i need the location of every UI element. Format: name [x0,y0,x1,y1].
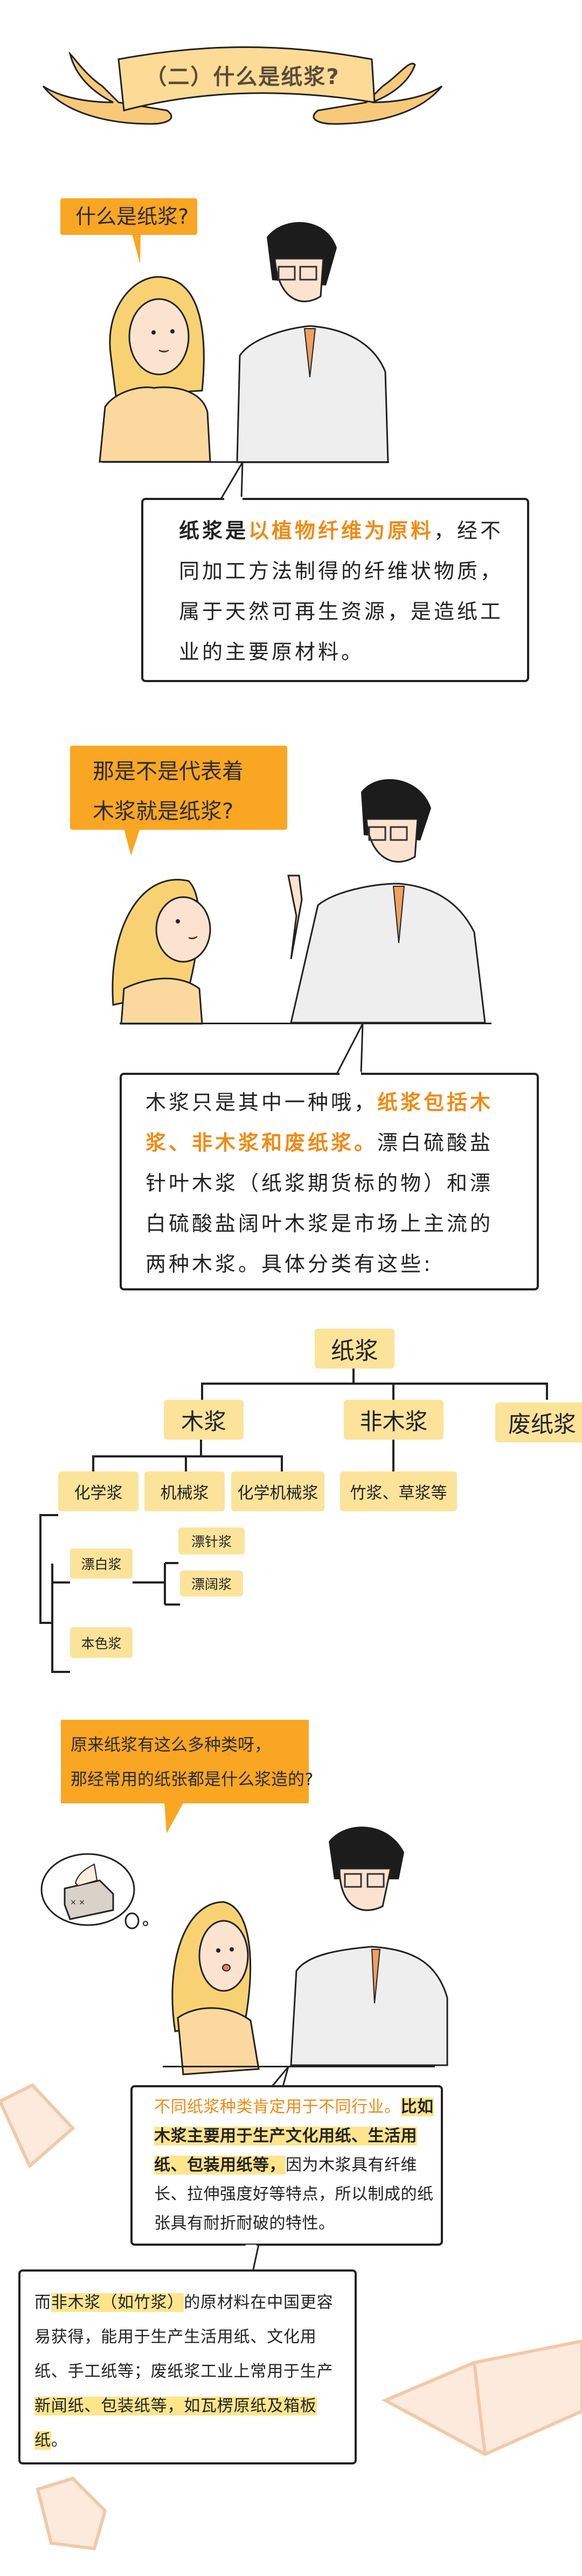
answer-highlight: 以植物纤维为原料 [248,519,434,543]
table-line [102,461,389,463]
answer-text-part: 。 [51,2431,68,2450]
answer-box-tail [335,1023,364,1075]
tree-node-bleached-hardwood: 漂阔浆 [180,1571,243,1596]
question-bubble-2: 那是不是代表着 木浆就是纸浆? [70,746,287,830]
girl-illustration [112,879,211,1025]
tree-node-root: 纸浆 [315,1329,394,1369]
tree-node-mechanical: 机械浆 [144,1471,225,1511]
teacher-illustration [287,779,486,1024]
answer-box-3: 不同纸浆种类肯定用于不同行业。比如木浆主要用于生产文化用纸、生活用纸、包装用纸等… [130,2085,443,2246]
title-banner: （二）什么是纸浆? [42,43,443,135]
answer-rest: ，经不同加工方法制得的纤维状物质，属于天然可再生资源，是造纸工业的主要原材料。 [179,519,504,664]
question-bubble-3: 原来纸浆有这么多种类呀， 那经常用的纸张都是什么浆造的? [61,1720,314,1803]
answer-highlight: 非木浆（如竹浆） [51,2293,184,2312]
tree-node-bamboo-straw: 竹浆、草浆等 [340,1471,457,1511]
tree-node-bleached-softwood: 漂针浆 [178,1527,245,1554]
answer-box-tail-cover [224,497,242,501]
girl-illustration [171,1901,260,2075]
table-line [120,1023,491,1024]
answer-box-1: 纸浆是以植物纤维为原料，经不同加工方法制得的纤维状物质，属于天然可再生资源，是造… [141,498,529,682]
question-line-1: 那是不是代表着 [93,759,244,784]
svg-text:× ×: × × [70,1898,85,1907]
banner-title: （二）什么是纸浆? [145,65,340,89]
question-bubble-1: 什么是纸浆? [60,198,197,235]
question-line-2: 那经常用的纸张都是什么浆造的? [71,1770,314,1789]
tree-node-waste-pulp: 废纸浆 [495,1402,582,1442]
answer-rest: 因为木浆具有纤维长、拉伸强度好等特点，所以制成的纸张具有耐折耐破的特性。 [154,2156,434,2233]
answer-text-part: 而 [34,2293,51,2312]
ribbon-graphic [42,46,443,125]
answer-text-3: 不同纸浆种类肯定用于不同行业。比如木浆主要用于生产文化用纸、生活用纸、包装用纸等… [154,2093,445,2238]
bubble-tail [132,234,141,264]
question-text: 什么是纸浆? [75,205,189,228]
box-connector [240,2244,260,2271]
tree-node-chemical: 化学浆 [58,1471,138,1511]
decor-box [36,2476,107,2551]
tree-node-unbleached: 本色浆 [70,1627,133,1658]
thought-bubble-tissue-box: × × [40,1853,148,1929]
tree-node-chemi-mechanical: 化学机械浆 [231,1471,324,1511]
answer-box-tail-cover [340,1072,361,1076]
question-line-2: 木浆就是纸浆? [93,799,234,824]
answer-text-2: 木浆只是其中一种哦，纸浆包括木浆、非木浆和废纸浆。漂白硫酸盐针叶木浆（纸浆期货标… [146,1082,512,1284]
tree-node-nonwood-pulp: 非木浆 [344,1400,444,1440]
answer-highlight: 新闻纸、包装纸等，如瓦楞原纸及箱板纸 [34,2397,317,2450]
tree-connectors [39,1369,548,1673]
answer-prefix: 木浆只是其中一种哦， [146,1091,378,1114]
tree-node-wood-pulp: 木浆 [164,1400,244,1440]
answer-text-part: 的原材料在中国更容易获得，能用于生产生活用纸、文化用纸、手工纸等；废纸浆工业上常… [34,2293,334,2381]
answer-box-4: 而非木浆（如竹浆）的原材料在中国更容易获得，能用于生产生活用纸、文化用纸、手工纸… [18,2269,357,2464]
decor-book-left [0,2083,75,2169]
teacher-illustration [236,222,389,463]
answer-text-4: 而非木浆（如竹浆）的原材料在中国更容易获得，能用于生产生活用纸、文化用纸、手工纸… [34,2286,347,2458]
girl-illustration [99,276,211,463]
answer-orange-text: 不同纸浆种类肯定用于不同行业。 [154,2098,401,2116]
tree-node-bleached: 漂白浆 [70,1549,133,1579]
answer-highlight: 纸浆包括木浆、非木浆和废纸浆。 [146,1091,494,1155]
bubble-tail [164,1802,184,1834]
question-line-1: 原来纸浆有这么多种类呀， [71,1735,271,1755]
answer-prefix: 纸浆是 [179,519,249,543]
answer-text-1: 纸浆是以植物纤维为原料，经不同加工方法制得的纤维状物质，属于天然可再生资源，是造… [179,511,513,672]
answer-box-tail [219,462,244,500]
table-line [163,2066,435,2067]
answer-box-2: 木浆只是其中一种哦，纸浆包括木浆、非木浆和废纸浆。漂白硫酸盐针叶木浆（纸浆期货标… [120,1073,539,1290]
answer-rest: 漂白硫酸盐针叶木浆（纸浆期货标的物）和漂白硫酸盐阔叶木浆是市场上主流的两种木浆。… [146,1131,494,1276]
bubble-tail [124,829,140,856]
teacher-illustration [290,1827,448,2066]
decor-open-book [382,2339,582,2456]
